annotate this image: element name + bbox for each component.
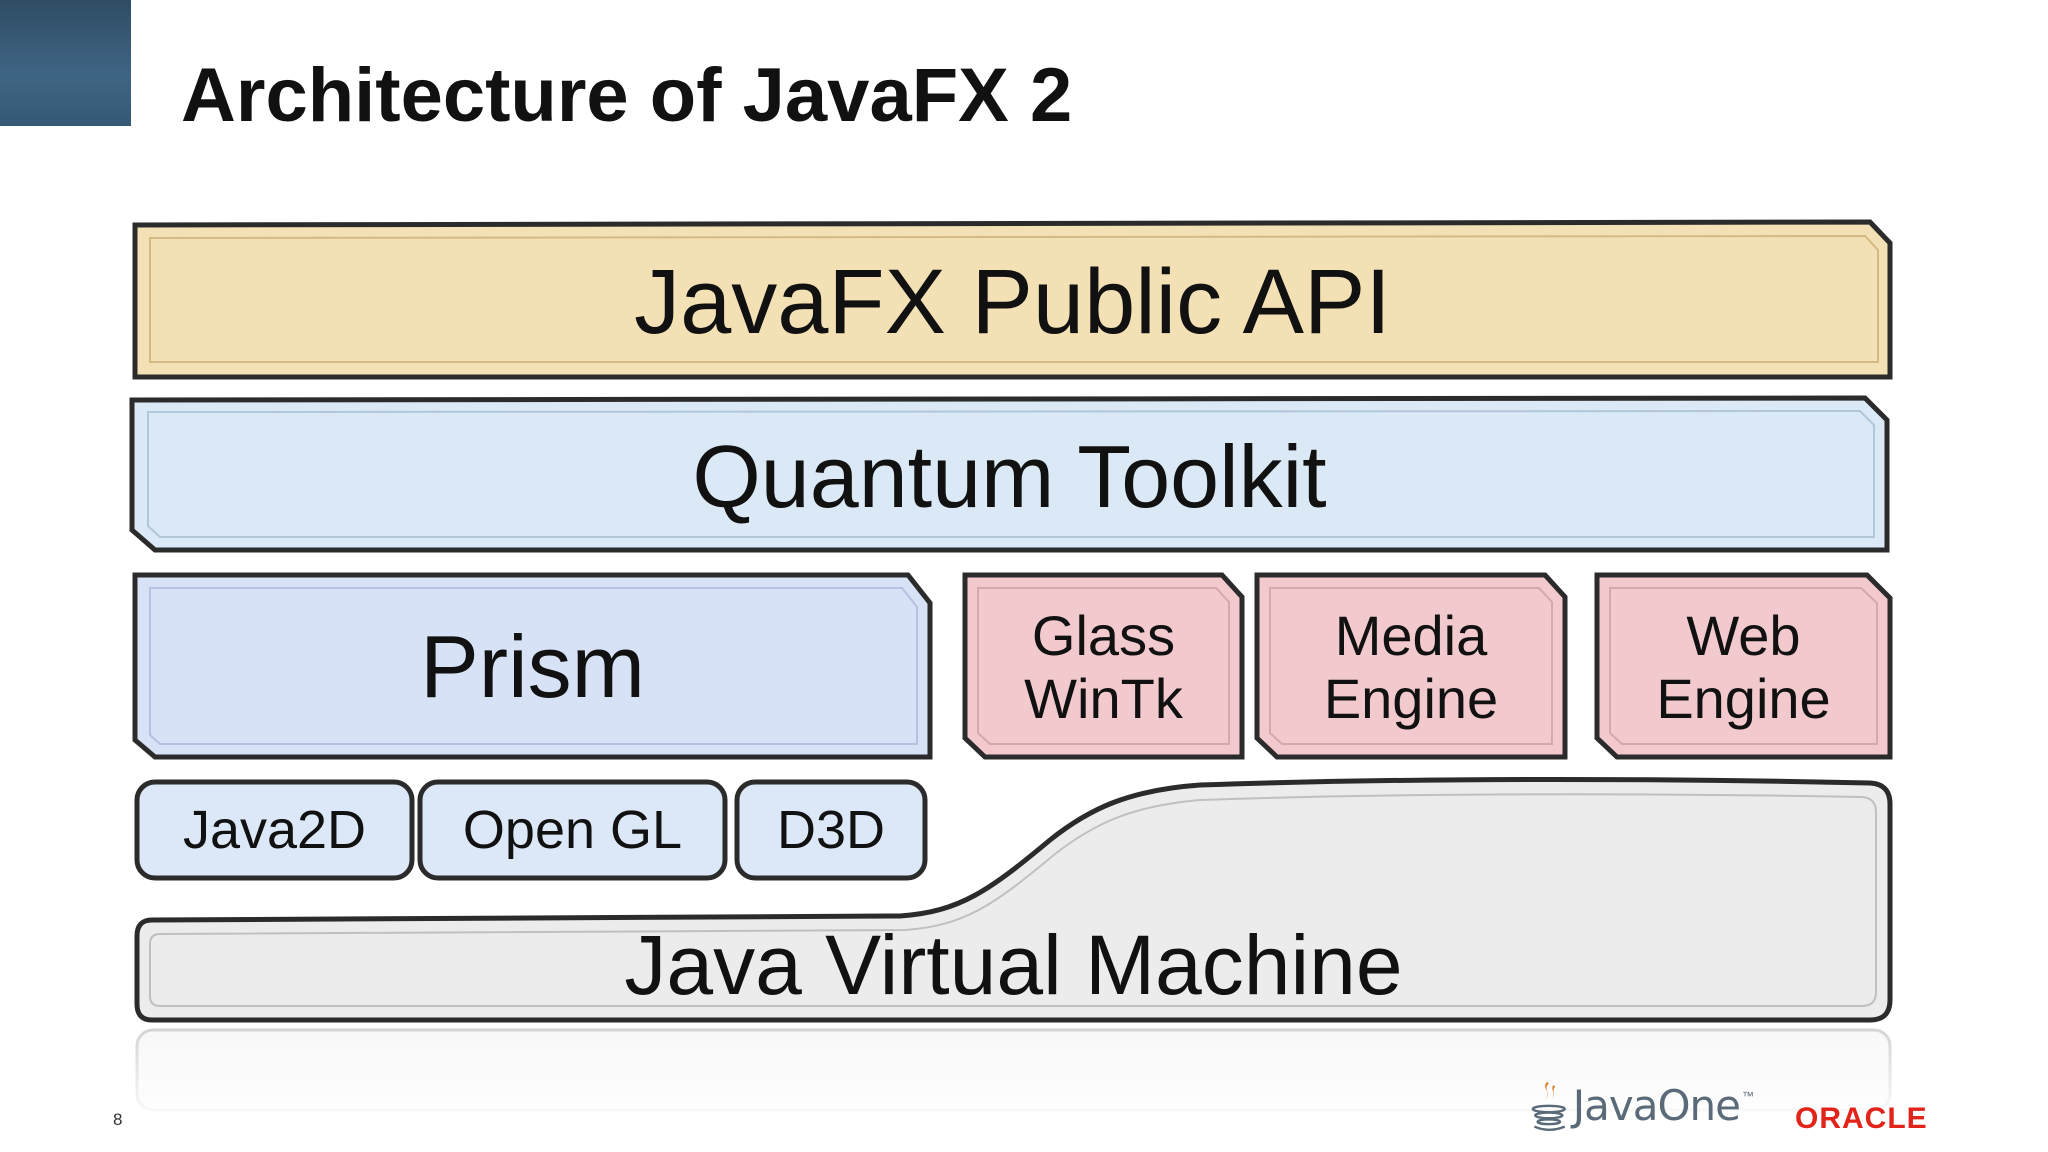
jvm-box — [134, 776, 1893, 1023]
jvm-label: Java Virtual Machine — [624, 917, 1403, 1012]
javaone-logo: JavaOne ™ — [1528, 1070, 1754, 1140]
opengl-label: Open GL — [462, 799, 683, 860]
glass-wintk-box — [962, 572, 1245, 760]
java-coffee-cup-icon — [1531, 1081, 1566, 1131]
javaone-wordmark: JavaOne — [1572, 1080, 1741, 1130]
d3d-label: D3D — [776, 799, 886, 860]
glass-wintk-label: Glass WinTk — [1024, 603, 1183, 730]
oracle-logo: ORACLE — [1795, 1102, 1928, 1135]
java2d-label: Java2D — [182, 799, 367, 860]
public-api-box — [132, 219, 1893, 380]
media-engine-label: Media Engine — [1323, 603, 1499, 730]
quantum-toolkit-box — [129, 395, 1890, 553]
java2d-box — [134, 779, 415, 881]
d3d-box — [734, 779, 928, 881]
jvm-reflection — [130, 1025, 1900, 1125]
web-engine-box — [1594, 572, 1893, 760]
corner-accent-block — [0, 0, 131, 126]
quantum-toolkit-label: Quantum Toolkit — [692, 427, 1327, 527]
trademark-mark: ™ — [1742, 1089, 1754, 1103]
slide-title: Architecture of JavaFX 2 — [181, 53, 1073, 138]
public-api-label: JavaFX Public API — [634, 250, 1391, 353]
opengl-box — [417, 779, 728, 881]
page-number: 8 — [113, 1110, 123, 1129]
prism-label: Prism — [420, 617, 645, 717]
media-engine-box — [1254, 572, 1568, 760]
web-engine-label: Web Engine — [1656, 603, 1831, 730]
prism-box — [132, 572, 933, 760]
